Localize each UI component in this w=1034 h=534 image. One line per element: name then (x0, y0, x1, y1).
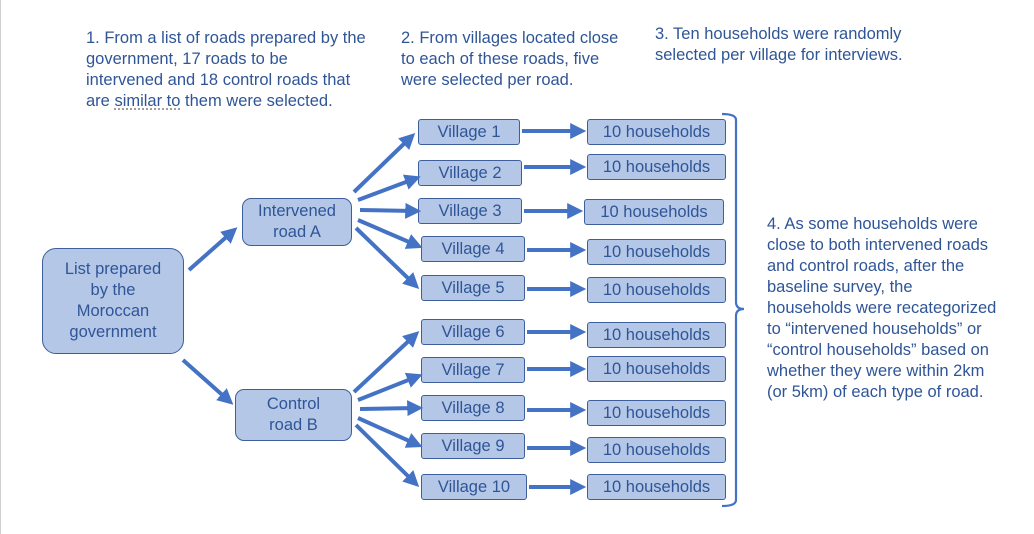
step-1-text-suffix: them were selected. (180, 92, 333, 110)
household-node: 10 households (587, 322, 726, 348)
household-node: 10 households (587, 239, 726, 265)
step-1-text-prefix: are (86, 92, 115, 110)
page-edge-line (0, 0, 1, 534)
village-node: Village 4 (421, 236, 525, 262)
step-3-line: 3. Ten households were randomly (655, 25, 902, 43)
step-1-line: government, 17 roads to be (86, 50, 288, 68)
step-3-line: selected per village for interviews. (655, 46, 903, 64)
step-2-line: were selected per road. (401, 71, 574, 89)
step-4-line: close to both intervened roads (767, 236, 989, 254)
arrow-road-b-village-9 (357, 416, 423, 448)
step-4-line: 4. As some households were (767, 215, 978, 233)
village-node: Village 10 (421, 474, 527, 500)
step-1-line: are similar to them were selected. (86, 91, 366, 112)
arrow-root-to-intervened (187, 227, 238, 272)
road-node-line: road A (273, 223, 321, 241)
arrow-road-b-village-7 (357, 372, 423, 402)
village-node: Village 2 (418, 160, 522, 186)
household-node: 10 households (587, 356, 726, 382)
root-node-line: List prepared (64, 260, 162, 278)
root-node-line: by the (90, 281, 136, 299)
step-4-line: baseline survey, the (767, 278, 913, 296)
step-2-line: to each of these roads, five (401, 50, 600, 68)
arrow-road-a-village-3 (359, 202, 422, 219)
village-node: Village 3 (418, 198, 522, 224)
household-node: 10 households (587, 437, 726, 463)
arrow-road-a-village-1 (352, 133, 416, 194)
root-node: List prepared by the Moroccan government (42, 248, 184, 354)
step-4-line: and control roads, after the (767, 257, 965, 275)
step-1-line: 1. From a list of roads prepared by the (86, 29, 366, 47)
village-node: Village 5 (421, 275, 525, 301)
road-node-line: Control (266, 395, 321, 413)
household-node: 10 households (587, 119, 726, 145)
household-node: 10 households (587, 474, 726, 500)
step-1-underlined-text: similar to (114, 92, 181, 110)
step-4-line: (or 5km) of each type of road. (767, 383, 984, 401)
step-2-text: 2. From villages located close to each o… (401, 28, 618, 91)
step-4-line: households were recategorized (767, 299, 997, 317)
step-1-line: intervened and 18 control roads that (86, 71, 351, 89)
household-node: 10 households (587, 400, 726, 426)
household-node: 10 households (587, 154, 726, 180)
step-3-text: 3. Ten households were randomly selected… (655, 24, 903, 66)
step-4-line: “control households” based on (767, 341, 989, 359)
village-node: Village 7 (421, 357, 525, 383)
arrow-road-b-village-8 (359, 400, 424, 417)
road-node-line: road B (269, 416, 318, 434)
root-node-line: Moroccan (76, 302, 150, 320)
village-node: Village 9 (421, 433, 525, 459)
village-node: Village 1 (418, 119, 520, 145)
step-2-line: 2. From villages located close (401, 29, 619, 47)
arrow-road-a-village-2 (357, 174, 421, 202)
step-4-line: to “intervened households” or (767, 320, 982, 338)
household-node: 10 households (584, 199, 724, 225)
step-4-line: whether they were within 2km (767, 362, 985, 380)
arrow-road-a-village-4 (357, 218, 423, 249)
village-node: Village 8 (421, 395, 525, 421)
arrow-road-b-village-10 (354, 423, 420, 488)
village-node: Village 6 (421, 319, 525, 345)
road-node-intervened: Intervened road A (242, 198, 352, 246)
road-node-line: Intervened (258, 202, 336, 220)
root-node-line: government (69, 323, 157, 341)
arrow-road-a-village-5 (354, 226, 420, 290)
arrow-road-b-village-6 (352, 331, 420, 394)
road-node-control: Control road B (235, 389, 352, 441)
right-bracket (721, 112, 745, 508)
step-1-text: 1. From a list of roads prepared by the … (86, 28, 366, 112)
arrow-root-to-control (181, 358, 234, 405)
household-node: 10 households (587, 277, 726, 303)
step-4-text: 4. As some households were close to both… (767, 214, 996, 403)
